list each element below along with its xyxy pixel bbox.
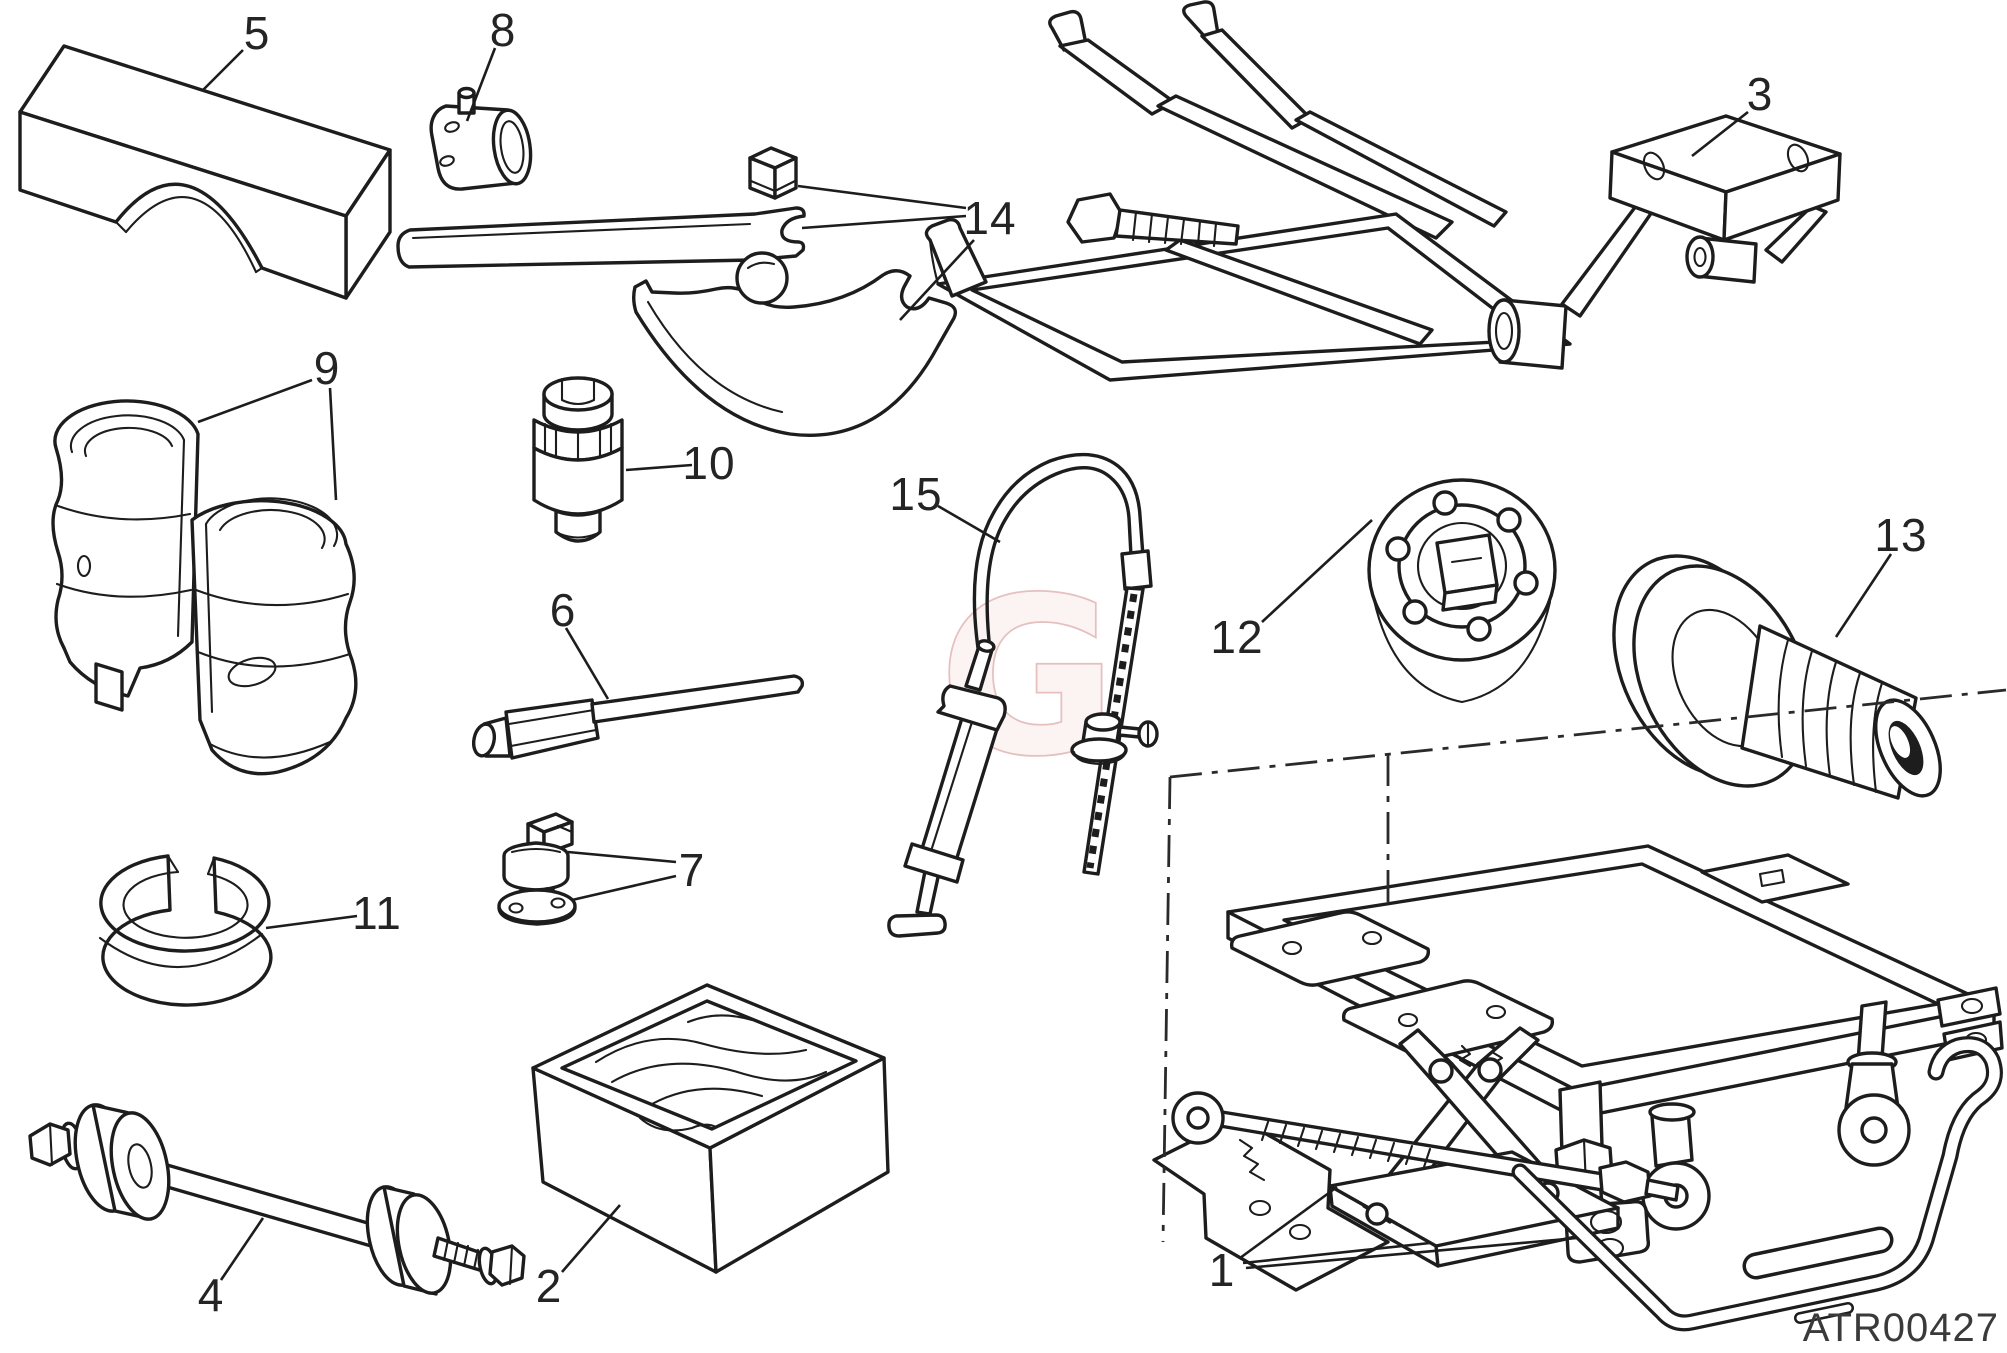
part15-oil-pump-and-dipstick [887, 452, 1159, 938]
drawing-code-label: ATR00427 [1802, 1306, 1999, 1350]
part6-pin-rod [471, 674, 805, 760]
callout-label-13: 13 [1874, 509, 1928, 561]
callout-label-8: 8 [489, 4, 517, 56]
callout-leader-1 [1239, 1185, 1338, 1260]
callout-label-11: 11 [352, 887, 402, 939]
callout-leader-5 [202, 49, 244, 91]
callout-leader-12 [1261, 519, 1373, 623]
part11-half-ring [98, 854, 273, 1007]
callout-leader-4 [219, 1217, 265, 1281]
callout-leader-9 [197, 378, 313, 424]
callout-label-1: 1 [1208, 1244, 1236, 1296]
callout-label-10: 10 [682, 437, 736, 489]
part12-cap-socket [1367, 478, 1557, 704]
callout-leader-7 [571, 874, 677, 902]
callout-leader-14 [797, 184, 967, 210]
callout-leader-14 [801, 214, 967, 230]
callout-leader-1 [1242, 1241, 1431, 1265]
callout-leader-6 [564, 627, 610, 700]
part4-shaft-with-plates [28, 1103, 526, 1296]
part9-split-bushings [51, 399, 358, 776]
callout-label-15: 15 [889, 468, 943, 520]
part13-threaded-hub-tool [1612, 554, 1942, 800]
part2-tool-tray [531, 983, 890, 1274]
callout-leader-9 [328, 387, 338, 501]
part14-fork-tools [396, 146, 958, 437]
part8-pin-bushing [429, 86, 533, 191]
kit-boundary-dashed [1161, 688, 2007, 1243]
part5-arched-block [18, 44, 392, 300]
callout-label-14: 14 [963, 192, 1017, 244]
callout-label-3: 3 [1746, 68, 1774, 120]
callout-leader-15 [937, 504, 1001, 544]
callout-label-7: 7 [678, 844, 706, 896]
callout-leader-lines [197, 47, 1893, 1281]
callout-label-5: 5 [243, 7, 271, 59]
callout-leader-8 [465, 47, 497, 122]
callout-leader-10 [625, 463, 693, 472]
callout-label-6: 6 [549, 584, 577, 636]
part7-valve-adapter [497, 812, 577, 926]
callout-leader-13 [1834, 553, 1893, 638]
part3-front-stand [924, 0, 1842, 382]
callout-label-2: 2 [535, 1260, 563, 1312]
callout-label-12: 12 [1210, 611, 1264, 663]
callout-leader-14 [899, 239, 975, 321]
callout-leader-3 [1691, 110, 1749, 158]
part10-bearing-tool [532, 376, 624, 543]
part1-lifting-jack-kit [1152, 844, 2004, 1332]
callout-leader-1 [1245, 1236, 1578, 1270]
callout-leader-7 [567, 850, 677, 864]
callout-leader-2 [561, 1204, 621, 1273]
callout-label-9: 9 [313, 342, 341, 394]
callout-label-4: 4 [197, 1269, 225, 1321]
callout-leader-11 [265, 914, 358, 930]
